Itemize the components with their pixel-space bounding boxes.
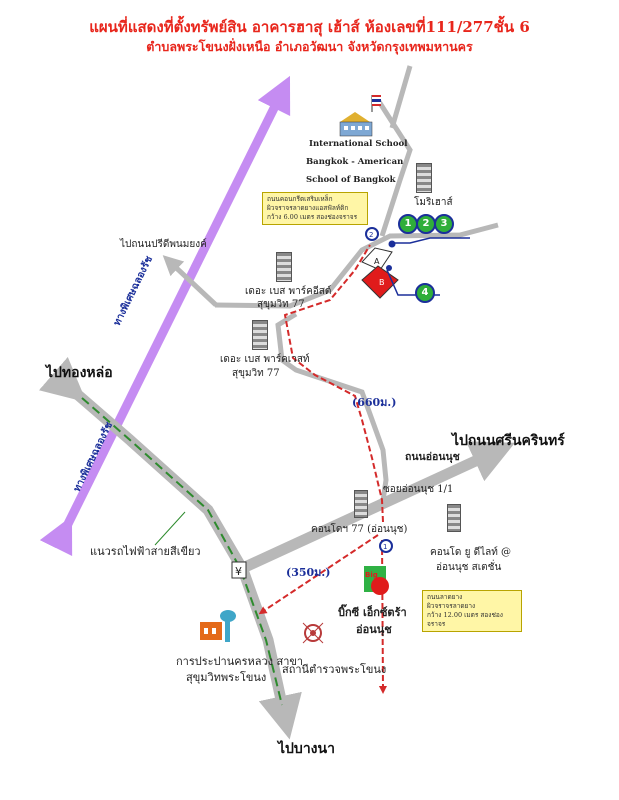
- bts-line-label: แนวรถไฟฟ้าสายสีเขียว: [90, 545, 201, 558]
- road-note-upper-l3: กว้าง 6.00 เมตร สองช่องจราจร: [267, 213, 358, 221]
- park-west-label-1: เดอะ เบส พาร์คเวสท์: [220, 354, 310, 365]
- marker-4-badge: 4: [415, 283, 435, 303]
- route-arrow-south: [378, 539, 387, 694]
- road-note-upper-l1: ถนนคอนกรีตเสริมเหล็ก: [267, 195, 333, 203]
- road-note-lower: ถนนลาดยาง ผิวจราจรลาดยาง กว้าง 12.00 เมต…: [422, 590, 522, 632]
- soi-on-nut-label: ซอยอ่อนนุช 1/1: [383, 484, 454, 495]
- road-note-upper: ถนนคอนกรีตเสริมเหล็ก ผิวจราจรลาดยางแอสฟั…: [262, 192, 368, 225]
- marker-3-badge: 3: [434, 214, 454, 234]
- plot-a-label: A: [374, 257, 380, 266]
- bts-line: [81, 397, 283, 706]
- route-arrow-west: [258, 534, 379, 615]
- property-point-icon: [388, 240, 396, 248]
- bts-station-icon: [231, 561, 247, 579]
- distance-660-label: (660ม.): [352, 396, 397, 409]
- to-bangna-label: ไปบางนา: [278, 741, 335, 757]
- svg-text:1: 1: [383, 543, 387, 551]
- marker-2-icon: 2: [365, 227, 379, 241]
- building-icon-mirage: [416, 163, 432, 193]
- school-label-3: School of Bangkok: [306, 175, 396, 185]
- property-point-icon-2: [386, 265, 392, 271]
- park-west-label-2: สุขุมวิท 77: [232, 368, 280, 379]
- bigc-label-1: บิ๊กซี เอ็กซ์ตร้า: [338, 606, 407, 619]
- plot-b-label: B: [379, 278, 385, 287]
- mwa-label-1: การประปานครหลวง สาขา: [176, 655, 304, 668]
- road-note-lower-l1: ถนนลาดยาง: [427, 593, 463, 601]
- building-icon-condo-u: [447, 504, 461, 532]
- road-note-lower-l3: กว้าง 12.00 เมตร สองช่องจราจร: [427, 611, 503, 628]
- building-icon-condo-77: [354, 490, 368, 518]
- condo-u-label-1: คอนโด ยู ดีไลท์ @: [430, 547, 512, 558]
- bigc-label-2: อ่อนนุช: [356, 623, 392, 636]
- bts-label-leader: [154, 511, 186, 546]
- marker-123-leader: [392, 237, 470, 244]
- plot-a: [361, 247, 393, 271]
- condo-u-label-2: อ่อนนุช สเตชั่น: [436, 562, 502, 573]
- school-label-2: Bangkok - American: [306, 157, 404, 167]
- water-tower-icon: [200, 610, 236, 642]
- condo-77-label: คอนโดฯ 77 (อ่อนนุช): [311, 524, 408, 535]
- to-srinakarin-label: ไปถนนศรีนครินทร์: [452, 433, 565, 449]
- mwa-label-2: สุขุมวิทพระโขนง: [186, 671, 267, 684]
- map-title: แผนที่แสดงที่ตั้งทรัพย์สิน อาคารฮาสุ เฮ้…: [89, 18, 530, 36]
- distance-350-label: (350ม.): [286, 566, 331, 579]
- building-icon-park-east: [276, 252, 292, 282]
- bigc-logo-icon: [364, 566, 389, 595]
- flag-icon: [371, 95, 381, 112]
- school-icon: [339, 112, 373, 137]
- to-thonglor-label: ไปทองหล่อ: [46, 365, 113, 381]
- marker-2-badge: 2: [416, 214, 436, 234]
- svg-text:2: 2: [369, 231, 373, 239]
- mirage-label: โมริเฮาส์: [414, 197, 453, 208]
- on-nut-road-label: ถนนอ่อนนุช: [405, 451, 460, 463]
- road-to-pridi: [162, 255, 218, 307]
- on-nut-road: [240, 441, 515, 573]
- north-road: [389, 65, 413, 129]
- road-note-lower-l2: ผิวจราจรลาดยาง: [427, 602, 476, 610]
- route-path: [283, 244, 384, 523]
- park-east-label-1: เดอะ เบส พาร์คอีสต์: [245, 286, 332, 297]
- school-label-1: International School: [309, 139, 408, 149]
- soi-upper-road: [214, 222, 499, 309]
- to-pridi-label: ไปถนนปรีดีพนมยงค์: [120, 239, 207, 250]
- bigc-logo-text: Big: [365, 571, 378, 579]
- marker-1-badge: 1: [398, 214, 418, 234]
- park-east-label-2: สุขุมวิท 77: [257, 299, 305, 310]
- police-label: สถานีตำรวจพระโขนง: [282, 663, 387, 676]
- bts-station-mark: ¥: [235, 565, 242, 578]
- building-icon-park-west: [252, 320, 268, 350]
- map-subtitle: ตำบลพระโขนงฝั่งเหนือ อำเภอวัฒนา จังหวัดก…: [146, 39, 473, 54]
- soi-77-road: [275, 311, 389, 509]
- road-note-upper-l2: ผิวจราจรลาดยางแอสฟัลท์ติก: [267, 204, 349, 212]
- police-icon: [302, 622, 324, 644]
- marker-1-icon: 1: [379, 539, 393, 553]
